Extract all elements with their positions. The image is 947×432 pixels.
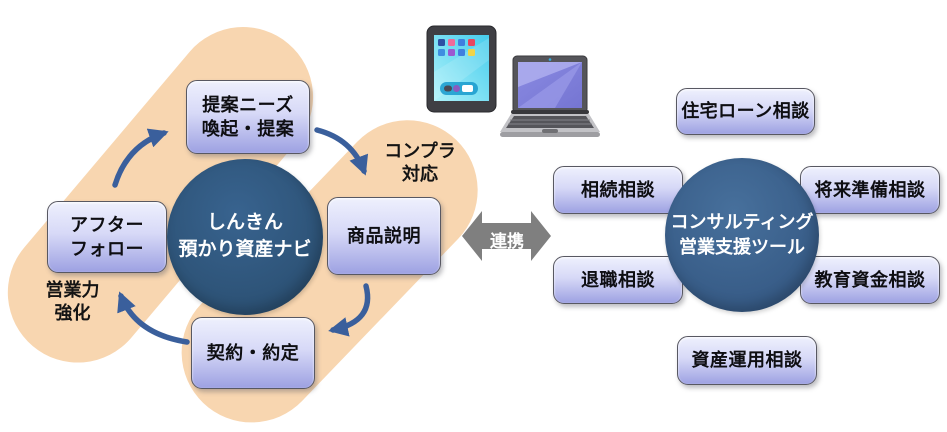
link-double-arrow: [462, 211, 551, 261]
step-box-proposal-needs: 提案ニーズ 喚起・提案: [186, 80, 310, 154]
label-sales-power-line1: 営業力: [45, 280, 100, 300]
arrow-after-to-proposal: [112, 128, 169, 188]
link-label: 連携: [490, 232, 524, 251]
shinkin-hub-line1: しんきん: [206, 212, 283, 234]
step-box-product-explanation: 商品説明: [327, 197, 441, 275]
topic-box-education-funds: 教育資金相談: [800, 256, 940, 304]
topic-box-future-preparation: 将来準備相談: [800, 166, 940, 214]
step-box-after-follow: アフター フォロー: [47, 201, 167, 273]
arrow-product-to-contract: [328, 283, 371, 337]
label-compliance-line2: 対応: [402, 164, 438, 185]
step-box-after-line2: フォロー: [70, 239, 144, 259]
consulting-hub-line2: 営業支援ツール: [679, 237, 805, 257]
topic-box-asset-management-label: 資産運用相談: [691, 350, 803, 371]
step-box-product-line1: 商品説明: [347, 225, 421, 246]
shinkin-hub-line2: 預かり資産ナビ: [178, 239, 312, 260]
topic-box-asset-management: 資産運用相談: [677, 336, 817, 385]
step-box-contract-line1: 契約・約定: [206, 342, 300, 363]
topic-box-inheritance-label: 相続相談: [581, 179, 655, 200]
shinkin-hub-circle: しんきん 預かり資産ナビ: [167, 159, 323, 315]
topic-box-housing-loan-label: 住宅ローン相談: [681, 101, 810, 122]
topic-box-housing-loan: 住宅ローン相談: [676, 88, 815, 135]
topic-box-retirement-label: 退職相談: [581, 269, 655, 290]
label-sales-power: 営業力 強化: [25, 279, 120, 326]
step-box-proposal-line1: 提案ニーズ: [202, 94, 294, 115]
label-compliance: コンプラ 対応: [368, 140, 472, 187]
tablet-icon: [426, 25, 497, 113]
step-box-contract: 契約・約定: [191, 317, 315, 389]
arrow-proposal-to-product: [314, 127, 369, 176]
step-box-after-line1: アフター: [70, 214, 144, 235]
topic-box-education-funds-label: 教育資金相談: [814, 269, 926, 290]
arrow-contract-to-after: [117, 291, 190, 345]
consulting-hub-circle: コンサルティング 営業支援ツール: [665, 158, 819, 312]
label-sales-power-line2: 強化: [54, 303, 91, 324]
topic-box-retirement: 退職相談: [553, 256, 683, 304]
label-compliance-line1: コンプラ: [384, 141, 456, 161]
topic-box-inheritance: 相続相談: [553, 166, 683, 214]
step-box-proposal-line2: 喚起・提案: [201, 119, 295, 139]
topic-box-future-preparation-label: 将来準備相談: [814, 179, 926, 200]
consulting-hub-line1: コンサルティング: [670, 211, 814, 232]
laptop-icon: [500, 55, 600, 137]
